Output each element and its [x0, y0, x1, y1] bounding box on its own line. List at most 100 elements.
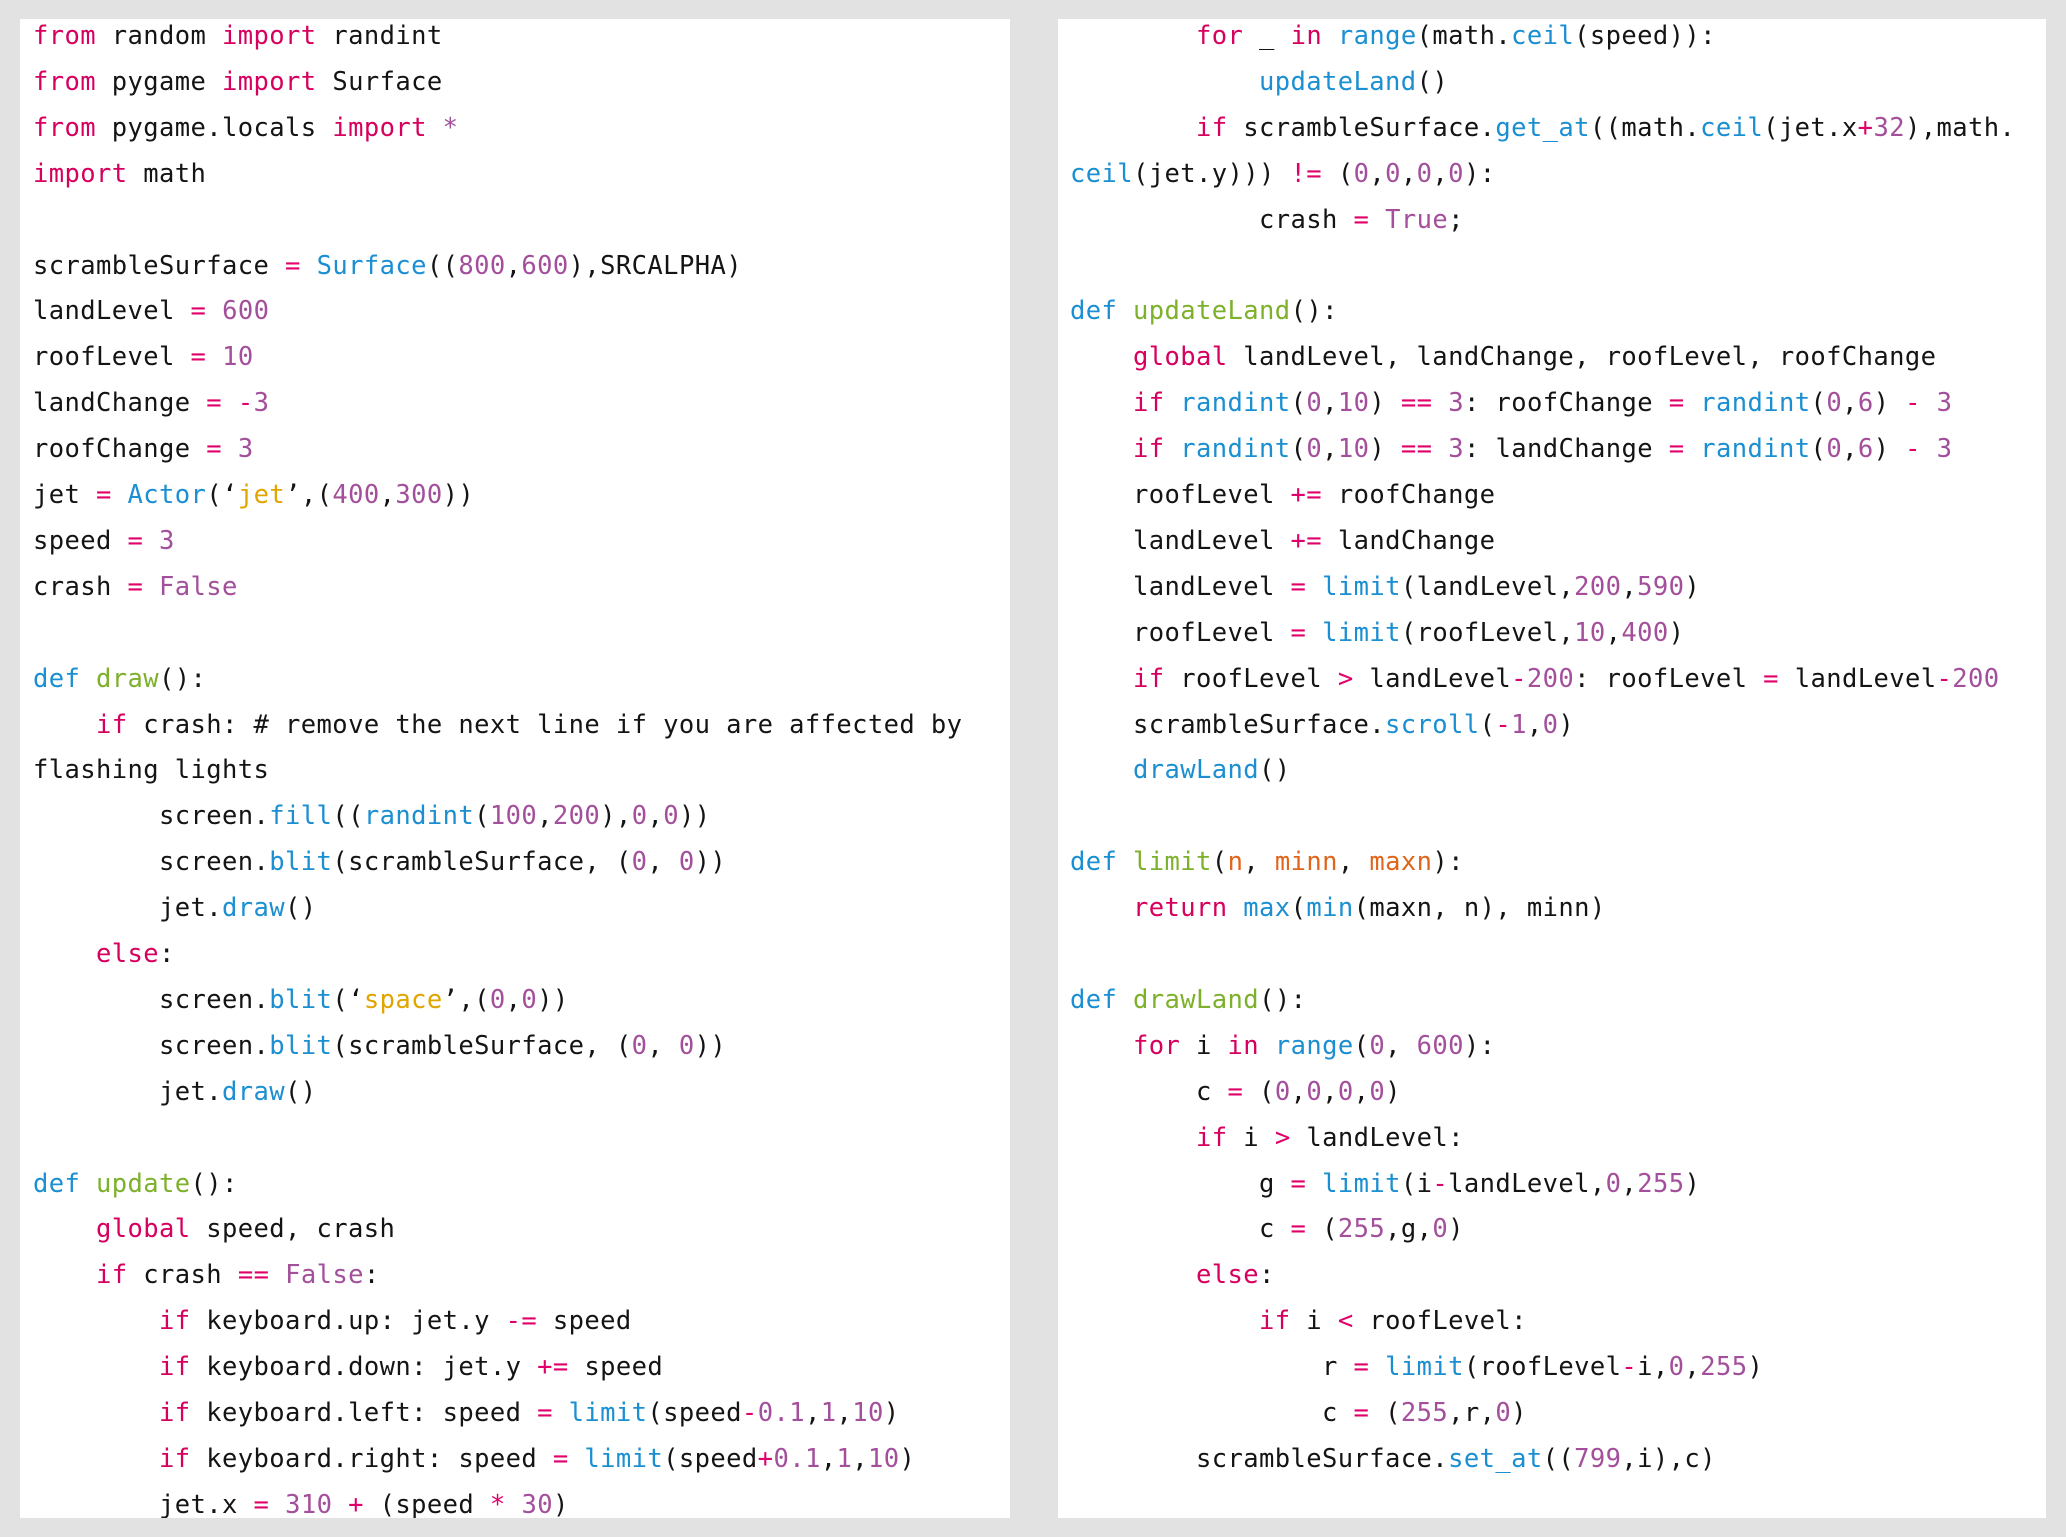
code-token: , [1526, 709, 1543, 740]
code-token: pygame [96, 66, 223, 97]
code-token: ) [1385, 1076, 1401, 1107]
code-token: roofLevel [33, 342, 191, 373]
code-token [1117, 985, 1133, 1015]
code-line: if keyboard.left: speed = limit(speed-0.… [33, 1390, 900, 1436]
code-token: 400 [332, 480, 380, 510]
code-token [1322, 21, 1338, 51]
code-token: minn [1274, 847, 1338, 878]
code-token: landLevel [1353, 663, 1512, 694]
code-token: keyboard.right: speed [190, 1443, 553, 1474]
code-token: ): [1432, 847, 1464, 878]
code-token: 799 [1574, 1443, 1622, 1474]
code-token: flashing lights [33, 755, 270, 786]
code-token: 0 [1369, 1030, 1386, 1061]
code-token: = [537, 1398, 553, 1428]
code-token: = [127, 525, 144, 556]
code-token: randint [316, 21, 443, 51]
code-token: speed [568, 1352, 664, 1383]
code-token: = [552, 1443, 569, 1474]
code-token [569, 1444, 585, 1474]
code-token: updateLand [1259, 66, 1417, 97]
code-token: == [1400, 388, 1433, 419]
code-token: draw [96, 663, 160, 694]
code-token: limit [1322, 1168, 1401, 1199]
code-line: updateLand() [1070, 59, 1448, 105]
code-line: g = limit(i-landLevel,0,255) [1070, 1161, 1700, 1207]
code-token [427, 113, 443, 143]
code-token: (( [332, 801, 364, 832]
code-token: () [285, 893, 317, 924]
code-line: def update(): [33, 1161, 238, 1207]
code-token: (): [1259, 984, 1307, 1015]
code-line: if keyboard.right: speed = limit(speed+0… [33, 1436, 915, 1482]
code-token: 255 [1337, 1214, 1386, 1245]
code-token [1369, 205, 1385, 235]
code-token: , [1842, 434, 1858, 465]
code-token [143, 572, 159, 602]
code-token: scrambleSurface. [1227, 112, 1496, 143]
code-token: if [1133, 388, 1165, 419]
code-token: 0 [1432, 1214, 1449, 1245]
code-token: ,i),c) [1621, 1443, 1716, 1474]
code-token [1070, 893, 1133, 923]
code-token: )) [442, 480, 475, 510]
code-token: : [363, 1260, 380, 1291]
code-token: ceil [1700, 112, 1764, 143]
code-token [33, 1214, 96, 1244]
code-token: max [1243, 893, 1291, 924]
code-token: 3 [1936, 388, 1953, 419]
code-token: ( [1322, 158, 1354, 189]
code-line: def updateLand(): [1070, 288, 1338, 334]
code-token: Surface [316, 66, 443, 97]
code-token [1070, 388, 1133, 418]
code-token: landLevel, [1448, 1168, 1606, 1199]
code-line: def draw(): [33, 656, 206, 702]
code-token: limit [1133, 847, 1212, 878]
code-line: if i < roofLevel: [1070, 1298, 1527, 1344]
code-token: True [1385, 204, 1449, 235]
code-token: jet. [33, 893, 223, 924]
code-token: landLevel [1070, 571, 1291, 602]
code-token: (speed [663, 1443, 758, 1474]
code-token: 0 [1385, 158, 1401, 189]
code-token: 255 [1400, 1398, 1449, 1428]
code-token: , [1432, 158, 1449, 189]
code-token: ): [1463, 158, 1496, 189]
code-token: import [222, 21, 317, 51]
code-token: : roofLevel [1574, 663, 1764, 694]
code-token: Surface [316, 250, 427, 281]
code-token [112, 480, 128, 510]
code-token: r [1070, 1352, 1354, 1383]
code-token: , [505, 250, 522, 281]
code-token: )) [694, 847, 727, 878]
code-token: 1 [820, 1398, 837, 1428]
code-token: def [33, 663, 81, 694]
code-token: if [1196, 112, 1228, 143]
code-token: 0 [678, 1030, 695, 1061]
code-token: , [1353, 1076, 1370, 1107]
code-token: 0 [1542, 709, 1559, 740]
code-token: _ [1243, 21, 1291, 51]
code-token: * [442, 112, 459, 143]
code-token: = [1290, 617, 1307, 648]
code-token: 10 [1337, 388, 1370, 419]
code-token [1306, 618, 1322, 648]
code-token: ),SRCALPHA) [568, 250, 742, 281]
code-token: , [1400, 158, 1417, 189]
code-token: ( [474, 801, 490, 832]
code-token: 255 [1700, 1352, 1748, 1383]
code-token: 10 [868, 1443, 900, 1474]
code-line: from pygame import Surface [33, 59, 443, 105]
code-line: if keyboard.down: jet.y += speed [33, 1344, 663, 1390]
code-token: 0 [663, 801, 679, 832]
code-token: 0 [521, 984, 538, 1015]
code-token: 1 [836, 1443, 853, 1474]
code-line: drawLand() [1070, 747, 1291, 793]
code-token: - [1936, 663, 1953, 694]
code-token: landChange [1322, 525, 1496, 556]
code-token: ( [1290, 893, 1307, 924]
code-token: jet [237, 480, 286, 510]
code-token: draw [222, 1076, 286, 1107]
code-token: 10 [222, 342, 254, 373]
code-token: randint [1700, 388, 1811, 419]
